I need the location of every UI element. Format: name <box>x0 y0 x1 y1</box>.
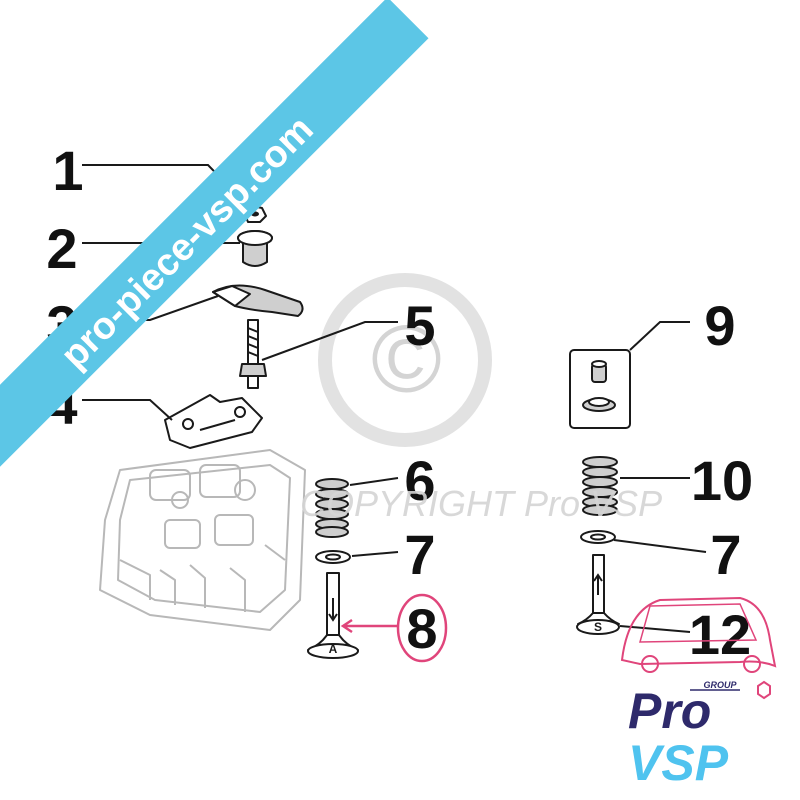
part-5-stud <box>239 319 267 389</box>
part-2-adjuster <box>237 230 273 267</box>
callout-2: 2 <box>46 217 77 280</box>
part-6-valve-spring <box>315 478 349 538</box>
callout-8: 8 <box>406 597 437 660</box>
leader-4 <box>82 399 173 421</box>
leader-9 <box>629 321 690 351</box>
logo-group-label: GROUP <box>703 680 737 690</box>
part-7-washer-right <box>580 530 616 544</box>
leader-8 <box>340 618 398 634</box>
callout-numbers: 1 2 3 4 5 6 7 8 9 10 7 12 <box>46 139 753 666</box>
copyright-watermark: © <box>318 273 492 447</box>
logo-pro: Pro <box>628 683 711 739</box>
exhaust-mark: S <box>594 620 602 634</box>
part-7-washer-left <box>315 550 351 564</box>
callout-6: 6 <box>404 449 435 512</box>
callout-12: 12 <box>689 603 751 666</box>
callout-10: 10 <box>691 449 753 512</box>
part-9-seal-kit <box>569 349 631 429</box>
part-4-guide-plate <box>164 394 263 449</box>
copyright-text-watermark: COPYRIGHT Pro VSP <box>300 483 662 524</box>
logo-vsp: VSP <box>628 735 729 791</box>
callout-5: 5 <box>404 294 435 357</box>
part-8-intake-valve: A <box>307 572 359 659</box>
part-10-valve-spring <box>582 456 618 516</box>
part-3-rocker-arm <box>212 284 304 317</box>
leader-7a <box>351 551 399 557</box>
callout-8-highlight-ring <box>396 593 448 663</box>
callout-1: 1 <box>52 139 83 202</box>
callout-7-right: 7 <box>710 523 741 586</box>
callout-9: 9 <box>704 294 735 357</box>
part-12-exhaust-valve: S <box>576 554 620 635</box>
pro-vsp-logo: GROUP Pro VSP <box>620 596 777 791</box>
leader-7b <box>613 539 707 553</box>
callout-7-left: 7 <box>404 523 435 586</box>
leader-5 <box>261 321 398 361</box>
intake-mark: A <box>329 642 338 656</box>
cylinder-head-illustration <box>99 449 306 631</box>
copyright-symbol: © <box>370 306 441 413</box>
leader-6 <box>349 477 399 486</box>
